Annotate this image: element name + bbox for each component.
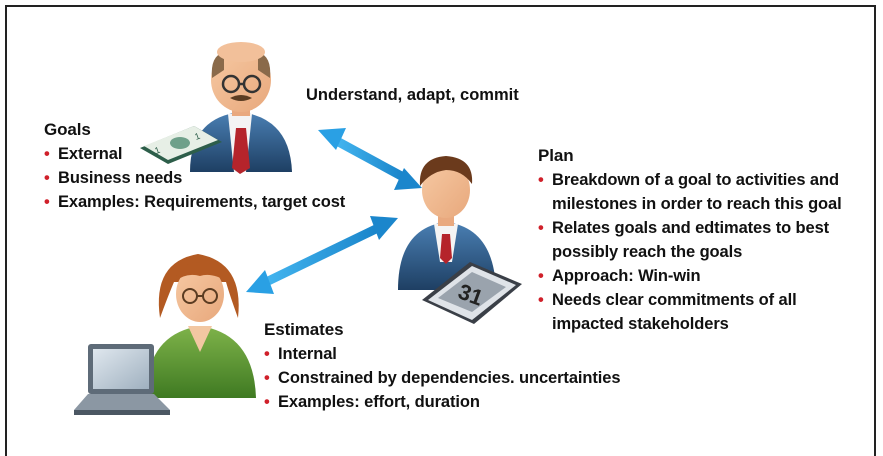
goals-title: Goals bbox=[44, 120, 91, 139]
estimates-title: Estimates bbox=[264, 320, 344, 339]
estimates-list: Internal Constrained by dependencies. un… bbox=[264, 342, 620, 414]
laptop-icon bbox=[74, 344, 170, 415]
relationship-caption: Understand, adapt, commit bbox=[306, 86, 519, 104]
list-item: Relates goals and edtimates to best poss… bbox=[538, 216, 864, 264]
list-item: Approach: Win-win bbox=[538, 264, 864, 288]
arrow-plan-estimates bbox=[246, 216, 398, 294]
estimates-person-icon bbox=[146, 254, 256, 398]
estimates-block: Estimates Internal Constrained by depend… bbox=[264, 318, 620, 414]
list-item: Internal bbox=[264, 342, 620, 366]
list-item: Breakdown of a goal to activities and mi… bbox=[538, 168, 864, 216]
list-item: Examples: effort, duration bbox=[264, 390, 620, 414]
plan-block: Plan Breakdown of a goal to activities a… bbox=[538, 144, 864, 336]
goals-block: Goals External Business needs Examples: … bbox=[44, 118, 345, 214]
diagram-frame bbox=[5, 5, 876, 456]
arrow-goals-plan bbox=[318, 128, 422, 190]
list-item: Needs clear commitments of all impacted … bbox=[538, 288, 864, 336]
plan-title: Plan bbox=[538, 146, 574, 165]
list-item: Constrained by dependencies. uncertainti… bbox=[264, 366, 620, 390]
plan-list: Breakdown of a goal to activities and mi… bbox=[538, 168, 864, 336]
list-item: Business needs bbox=[44, 166, 345, 190]
list-item: Examples: Requirements, target cost bbox=[44, 190, 345, 214]
list-item: External bbox=[44, 142, 345, 166]
goals-list: External Business needs Examples: Requir… bbox=[44, 142, 345, 214]
svg-text:1: 1 bbox=[193, 131, 201, 142]
calendar-icon: 31 bbox=[422, 262, 522, 324]
